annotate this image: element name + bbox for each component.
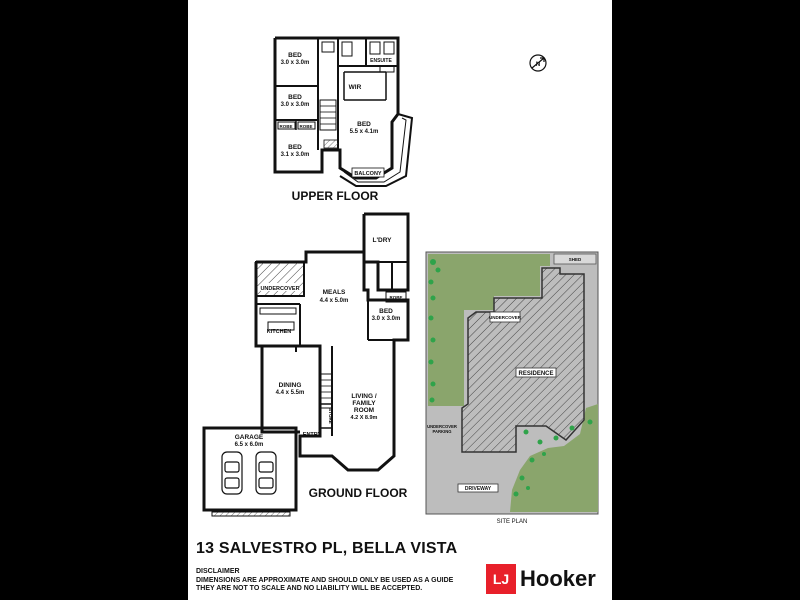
upper-balcony-label: BALCONY <box>354 171 382 177</box>
ground-meals-dim: 4.4 x 5.0m <box>320 298 349 304</box>
balcony-label-box <box>351 167 385 178</box>
ground-meals-label: MEALS <box>323 289 346 296</box>
residence-label-box <box>515 367 557 378</box>
ground-garage-label: GARAGE <box>235 434 264 441</box>
upper-robe1-label: ROBE <box>279 124 292 129</box>
disclaimer-heading: DISCLAIMER <box>196 568 240 575</box>
ground-floor-title: GROUND FLOOR <box>309 486 408 500</box>
disclaimer-line-2: THEY ARE NOT TO SCALE AND NO LIABILITY W… <box>196 585 423 592</box>
logo-badge: LJ <box>486 564 516 594</box>
lj-hooker-logo: LJ Hooker <box>486 564 596 594</box>
site-shed-label: SHED <box>569 257 582 262</box>
ground-laundry-label: L'DRY <box>373 237 393 244</box>
disclaimer: DISCLAIMER DIMENSIONS ARE APPROXIMATE AN… <box>196 568 476 594</box>
ground-living-label-3: ROOM <box>354 407 374 414</box>
site-driveway-label: DRIVEWAY <box>465 486 492 492</box>
logo-wordmark: Hooker <box>520 566 596 591</box>
ground-dining-dim: 4.4 x 5.5m <box>276 390 305 396</box>
site-residence-label: RESIDENCE <box>518 371 553 377</box>
ground-undercover-label: UNDERCOVER <box>260 286 299 292</box>
upper-master-label: BED <box>357 121 371 128</box>
ground-floor-plan <box>202 212 410 517</box>
upper-floor-title: UPPER FLOOR <box>292 189 379 203</box>
car-icon <box>221 451 243 495</box>
ground-garage-dim: 6.5 x 6.0m <box>235 442 264 448</box>
ground-store-label: STORE <box>328 408 333 423</box>
driveway-label-box <box>457 483 499 493</box>
upper-robe2-label: ROBE <box>299 124 312 129</box>
ground-bed-dim: 3.0 x 3.0m <box>372 316 401 322</box>
upper-bed3-label: BED <box>288 144 302 151</box>
ground-living-label-2: FAMILY <box>352 400 376 407</box>
car-icon <box>255 451 277 495</box>
upper-wir-label: WIR <box>349 84 362 91</box>
undercover-label-box <box>261 283 299 291</box>
site-plan-title: SITE PLAN <box>497 519 528 525</box>
site-undercover-parking-label-2: PARKING <box>433 429 452 434</box>
upper-bed3-dim: 3.1 x 3.0m <box>281 152 310 158</box>
site-undercover-label: UNDERCOVER <box>489 315 522 320</box>
ground-robe-label: ROBE <box>389 295 402 300</box>
north-label: N <box>536 62 540 68</box>
upper-master-dim: 5.5 x 4.1m <box>350 129 379 135</box>
site-plan <box>425 251 599 515</box>
ground-kitchen-label: KITCHEN <box>267 329 291 335</box>
ground-living-label-1: LIVING / <box>351 393 376 400</box>
upper-bed2-dim: 3.0 x 3.0m <box>281 102 310 108</box>
upper-floor-plan <box>273 36 414 187</box>
ground-bed-label: BED <box>379 308 393 315</box>
site-undercover-parking-label-1: UNDERCOVER <box>427 424 457 429</box>
north-arrow-icon <box>529 54 547 72</box>
ground-living-dim: 4.2 X 8.9m <box>351 415 378 421</box>
upper-bed1-dim: 3.0 x 3.0m <box>281 60 310 66</box>
disclaimer-line-1: DIMENSIONS ARE APPROXIMATE AND SHOULD ON… <box>196 576 454 584</box>
upper-ensuite-label: ENSUITE <box>370 58 392 64</box>
upper-bed2-label: BED <box>288 94 302 101</box>
ground-entry-label: ENTRY <box>303 432 322 438</box>
property-address: 13 SALVESTRO PL, BELLA VISTA <box>196 540 458 557</box>
ground-dining-label: DINING <box>279 382 302 389</box>
upper-bed1-label: BED <box>288 52 302 59</box>
